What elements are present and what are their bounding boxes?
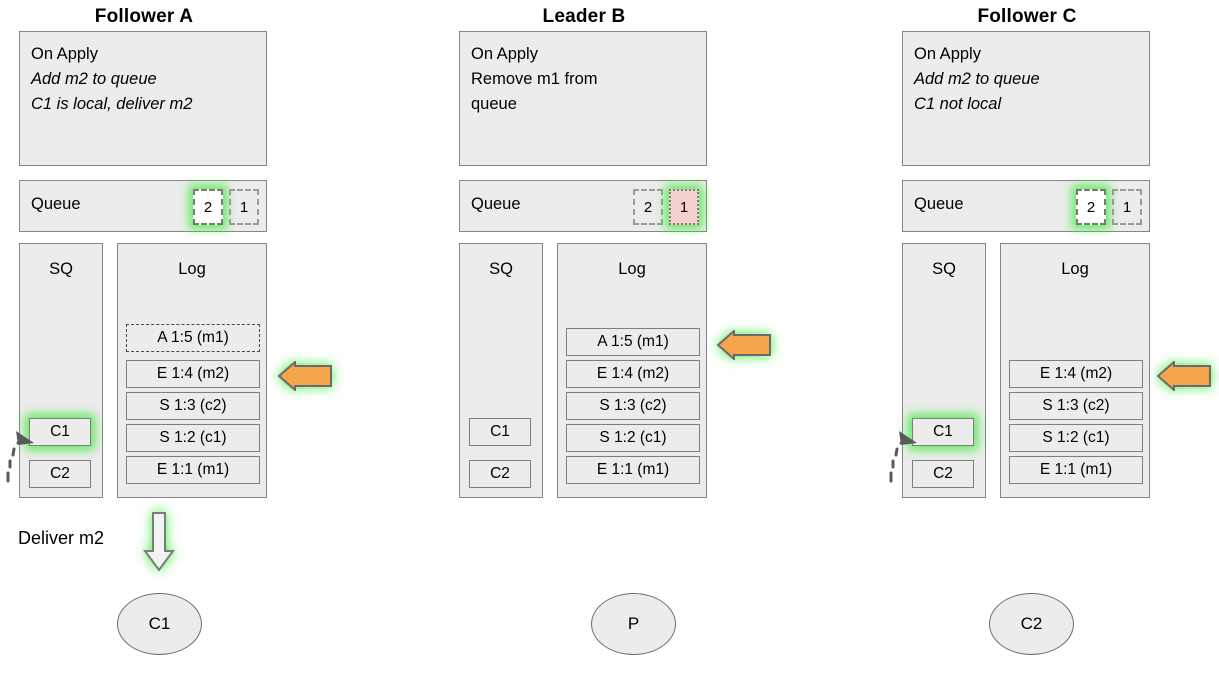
log-entry-s-1-3-c2: S 1:3 (c2)	[566, 392, 700, 420]
on-apply-line-1: Add m2 to queue	[31, 70, 157, 88]
queue-slot-2: 2	[633, 189, 663, 225]
deliver-label-follower-a: Deliver m2	[18, 528, 105, 548]
column-title-leader-b: Leader B	[542, 6, 626, 27]
queue-panel-leader-b: Queue 2 1	[459, 180, 707, 232]
log-header: Log	[178, 260, 206, 278]
column-title-follower-c: Follower C	[977, 6, 1077, 27]
queue-panel-follower-c: Queue 2 1	[902, 180, 1150, 232]
sq-cell-c1: C1	[29, 418, 91, 446]
log-entry-a-1-5-m1: A 1:5 (m1)	[566, 328, 700, 356]
queue-label: Queue	[471, 195, 521, 213]
log-entry-s-1-3-c2: S 1:3 (c2)	[1009, 392, 1143, 420]
on-apply-line-2: C1 not local	[914, 95, 1002, 113]
apply-arrow-leader-b	[716, 330, 771, 360]
queue-label: Queue	[31, 195, 81, 213]
log-entry-s-1-2-c1: S 1:2 (c1)	[566, 424, 700, 452]
sq-header: SQ	[49, 260, 73, 278]
queue-slot-group: 2 1	[1076, 189, 1142, 225]
state-panel-leader-b: SQ C1 C2 Log A 1:5 (m1) E 1:4 (m2) S 1:3…	[459, 243, 707, 498]
sq-pointer-arrow-follower-c	[889, 431, 917, 483]
state-panel-follower-a: SQ C1 C2 Log A 1:5 (m1) E 1:4 (m2) S 1:3…	[19, 243, 267, 498]
column-title-follower-a: Follower A	[94, 6, 194, 27]
on-apply-panel-follower-a: On Apply Add m2 to queue C1 is local, de…	[19, 31, 267, 166]
log-header: Log	[1061, 260, 1089, 278]
log-header: Log	[618, 260, 646, 278]
log-box-follower-a: Log A 1:5 (m1) E 1:4 (m2) S 1:3 (c2) S 1…	[117, 243, 267, 498]
state-panel-follower-c: SQ C1 C2 Log E 1:4 (m2) S 1:3 (c2) S 1:2…	[902, 243, 1150, 498]
node-column-follower-a: Follower A On Apply Add m2 to queue C1 i…	[19, 0, 269, 673]
queue-slot-group: 2 1	[193, 189, 259, 225]
log-box-leader-b: Log A 1:5 (m1) E 1:4 (m2) S 1:3 (c2) S 1…	[557, 243, 707, 498]
node-column-follower-c: Follower C On Apply Add m2 to queue C1 n…	[902, 0, 1152, 673]
deliver-arrow-follower-a	[143, 512, 175, 572]
node-column-leader-b: Leader B On Apply Remove m1 from queue Q…	[459, 0, 709, 673]
log-entry-e-1-1-m1: E 1:1 (m1)	[1009, 456, 1143, 484]
apply-arrow-follower-a	[277, 361, 332, 391]
sq-cell-c1: C1	[912, 418, 974, 446]
log-entry-e-1-1-m1: E 1:1 (m1)	[126, 456, 260, 484]
log-entry-e-1-1-m1: E 1:1 (m1)	[566, 456, 700, 484]
sq-header: SQ	[932, 260, 956, 278]
on-apply-panel-leader-b: On Apply Remove m1 from queue	[459, 31, 707, 166]
sq-cell-c2: C2	[29, 460, 91, 488]
log-entry-e-1-4-m2: E 1:4 (m2)	[1009, 360, 1143, 388]
log-entry-s-1-2-c1: S 1:2 (c1)	[126, 424, 260, 452]
queue-slot-1: 1	[229, 189, 259, 225]
apply-arrow-follower-c	[1156, 361, 1211, 391]
sq-cell-c1: C1	[469, 418, 531, 446]
queue-slot-group: 2 1	[633, 189, 699, 225]
client-node-p: P	[591, 593, 676, 655]
client-node-c2: C2	[989, 593, 1074, 655]
log-box-follower-c: Log E 1:4 (m2) S 1:3 (c2) S 1:2 (c1) E 1…	[1000, 243, 1150, 498]
on-apply-header: On Apply	[31, 45, 98, 63]
on-apply-header: On Apply	[471, 45, 538, 63]
sq-box-leader-b: SQ C1 C2	[459, 243, 543, 498]
queue-slot-2: 2	[193, 189, 223, 225]
sq-box-follower-c: SQ C1 C2	[902, 243, 986, 498]
client-node-c1: C1	[117, 593, 202, 655]
sq-box-follower-a: SQ C1 C2	[19, 243, 103, 498]
on-apply-line-1: Add m2 to queue	[914, 70, 1040, 88]
sq-header: SQ	[489, 260, 513, 278]
sq-cell-c2: C2	[469, 460, 531, 488]
on-apply-panel-follower-c: On Apply Add m2 to queue C1 not local	[902, 31, 1150, 166]
queue-slot-2: 2	[1076, 189, 1106, 225]
log-entry-a-1-5-m1: A 1:5 (m1)	[126, 324, 260, 352]
on-apply-line-2: C1 is local, deliver m2	[31, 95, 193, 113]
queue-label: Queue	[914, 195, 964, 213]
log-entry-s-1-2-c1: S 1:2 (c1)	[1009, 424, 1143, 452]
on-apply-line-1: Remove m1 from	[471, 70, 598, 88]
log-entry-e-1-4-m2: E 1:4 (m2)	[566, 360, 700, 388]
log-entry-s-1-3-c2: S 1:3 (c2)	[126, 392, 260, 420]
log-entry-e-1-4-m2: E 1:4 (m2)	[126, 360, 260, 388]
on-apply-line-2: queue	[471, 95, 517, 113]
on-apply-header: On Apply	[914, 45, 981, 63]
queue-slot-1: 1	[1112, 189, 1142, 225]
sq-pointer-arrow-follower-a	[6, 431, 34, 483]
queue-slot-1: 1	[669, 189, 699, 225]
queue-panel-follower-a: Queue 2 1	[19, 180, 267, 232]
sq-cell-c2: C2	[912, 460, 974, 488]
